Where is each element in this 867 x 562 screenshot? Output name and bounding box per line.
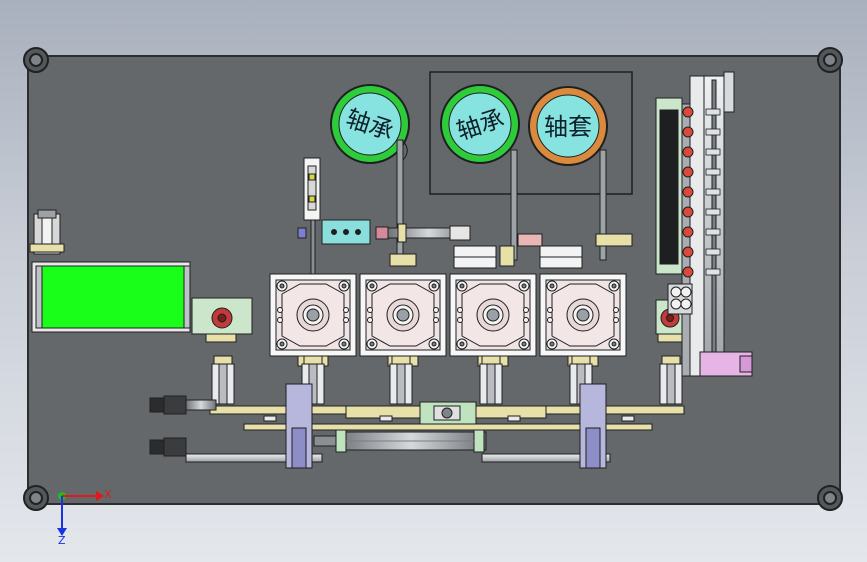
lower-slide-6 xyxy=(659,355,683,405)
z-axis-label: Z xyxy=(58,534,66,547)
transfer-beam xyxy=(209,401,685,431)
left-guard xyxy=(29,209,191,333)
rail-clip xyxy=(705,148,721,156)
press-station-3 xyxy=(449,273,537,367)
rail-clip xyxy=(705,168,721,176)
press-station-2 xyxy=(359,273,447,367)
push-cylinder-top xyxy=(375,223,471,243)
press-station-1 xyxy=(269,273,357,367)
lower-slide-3 xyxy=(389,355,413,405)
rail-clip xyxy=(705,248,721,256)
valve-block xyxy=(297,219,371,245)
rail-clip xyxy=(705,268,721,276)
lower-slide-1 xyxy=(211,355,235,405)
vibratory-feeder-3: 轴套 xyxy=(528,86,608,166)
rail-part xyxy=(682,106,694,118)
lower-slide-4 xyxy=(479,355,503,405)
side-cylinders xyxy=(149,395,611,463)
rail-part xyxy=(682,166,694,178)
clamp-unit-left xyxy=(191,297,253,343)
vibratory-feeder-1: 轴承 xyxy=(330,84,410,164)
vertical-gauge xyxy=(303,157,321,275)
press-stations xyxy=(269,273,627,367)
rail-part xyxy=(682,246,694,258)
rail-part xyxy=(682,146,694,158)
rail-clip xyxy=(705,208,721,216)
x-axis-label: X xyxy=(104,488,112,501)
press-station-4 xyxy=(539,273,627,367)
rail-part xyxy=(682,206,694,218)
vibratory-feeder-2: 轴承 xyxy=(440,84,520,164)
rail-clip xyxy=(705,128,721,136)
rail-part xyxy=(682,226,694,238)
transfer-blocks xyxy=(389,225,633,269)
corner-feet xyxy=(23,47,843,511)
roller-cluster xyxy=(667,283,693,315)
coordinate-triad: X Z xyxy=(57,488,112,547)
push-cylinder-bottom xyxy=(313,429,487,453)
feeder-label-3: 轴套 xyxy=(544,113,592,141)
rail-part xyxy=(682,266,694,278)
rail-clip xyxy=(705,108,721,116)
rail-part xyxy=(682,186,694,198)
rail-pegs xyxy=(682,106,721,278)
slide-carriages xyxy=(285,383,607,469)
lower-slides xyxy=(211,355,683,405)
feeder-frame xyxy=(429,71,633,195)
rail-part xyxy=(682,126,694,138)
rail-clip xyxy=(705,188,721,196)
rail-clip xyxy=(705,228,721,236)
